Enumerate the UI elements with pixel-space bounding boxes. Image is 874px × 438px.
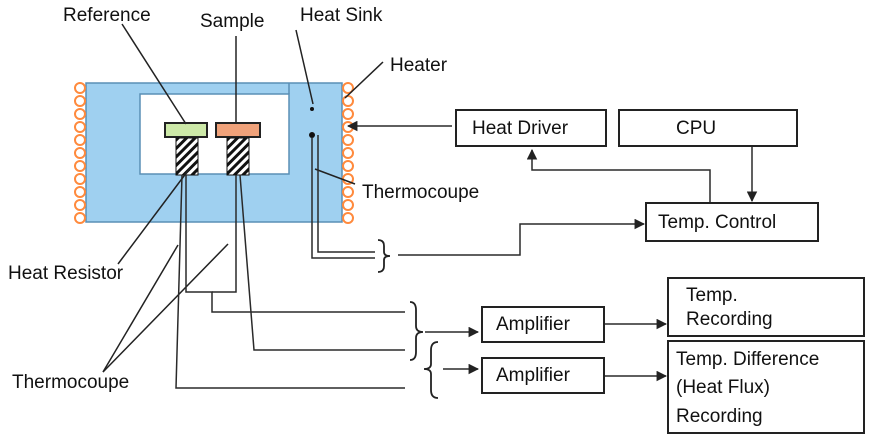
heater-coil-icon — [342, 147, 354, 159]
amplifier-box-2: Amplifier — [481, 357, 605, 394]
heat-driver-label: Heat Driver — [472, 118, 569, 139]
reference-pan — [164, 122, 208, 138]
thermocouple-label-upper: Thermocoupe — [362, 182, 479, 203]
heater-coil-icon — [74, 147, 86, 159]
crucible-icon — [164, 122, 208, 138]
heater-label: Heater — [390, 55, 448, 76]
cpu-label: CPU — [676, 118, 716, 139]
heater-coil-icon — [342, 108, 354, 120]
crucible-icon — [215, 122, 261, 138]
amplifier-box-1: Amplifier — [481, 306, 605, 343]
brace-icon — [377, 239, 439, 399]
temp-recording-label-line1: Temp. — [686, 285, 738, 306]
sample-cavity — [139, 93, 290, 175]
heater-coil-icon — [74, 186, 86, 198]
heater-coil-icon — [342, 121, 354, 133]
heater-coil-icon — [342, 134, 354, 146]
heater-coil-icon — [342, 160, 354, 172]
heat-resistor-icon — [175, 137, 199, 176]
temp-control-label: Temp. Control — [658, 212, 776, 233]
heater-coil-icon — [74, 134, 86, 146]
heater-coil-icon — [342, 186, 354, 198]
heater-coil-icon — [74, 95, 86, 107]
heat-resistor-label: Heat Resistor — [8, 263, 124, 284]
heater-coil-icon — [74, 160, 86, 172]
heater-coil-icon — [342, 82, 354, 94]
heater-coil-icon — [74, 173, 86, 185]
heater-coils — [74, 82, 354, 224]
thermocouple-label-lower: Thermocoupe — [12, 372, 129, 393]
cpu-box: CPU — [618, 109, 798, 147]
heater-coil-icon — [74, 121, 86, 133]
temp-difference-label-line2: (Heat Flux) — [676, 377, 770, 398]
thermocouple-junction — [310, 107, 314, 111]
heater-coil-icon — [74, 212, 86, 224]
sample-pan — [215, 122, 261, 138]
heater-coil-icon — [74, 199, 86, 211]
heater-coil-icon — [342, 199, 354, 211]
heater-coil-icon — [74, 108, 86, 120]
amplifier-label: Amplifier — [496, 314, 571, 335]
temp-difference-label-line1: Temp. Difference — [676, 349, 819, 370]
heat-sink-label: Heat Sink — [300, 5, 383, 26]
heater-coil-icon — [74, 82, 86, 94]
thermocouple-junction — [309, 132, 315, 138]
temp-control-box: Temp. Control — [645, 202, 819, 242]
sample-label: Sample — [200, 11, 264, 32]
thermocouple-wiring — [175, 120, 758, 389]
temp-recording-box: Temp. Recording — [667, 277, 865, 337]
amplifier-label: Amplifier — [496, 365, 571, 386]
reference-label: Reference — [63, 5, 151, 26]
heater-coil-icon — [342, 212, 354, 224]
heat-resistor-icon — [226, 137, 250, 176]
temp-difference-recording-box: Temp. Difference (Heat Flux) Recording — [667, 340, 865, 434]
furnace — [85, 82, 343, 223]
temp-recording-label-line2: Recording — [686, 309, 773, 330]
heater-coil-icon — [342, 95, 354, 107]
leader-lines — [102, 23, 384, 373]
temp-difference-label-line3: Recording — [676, 406, 763, 427]
heat-driver-box: Heat Driver — [455, 109, 607, 147]
